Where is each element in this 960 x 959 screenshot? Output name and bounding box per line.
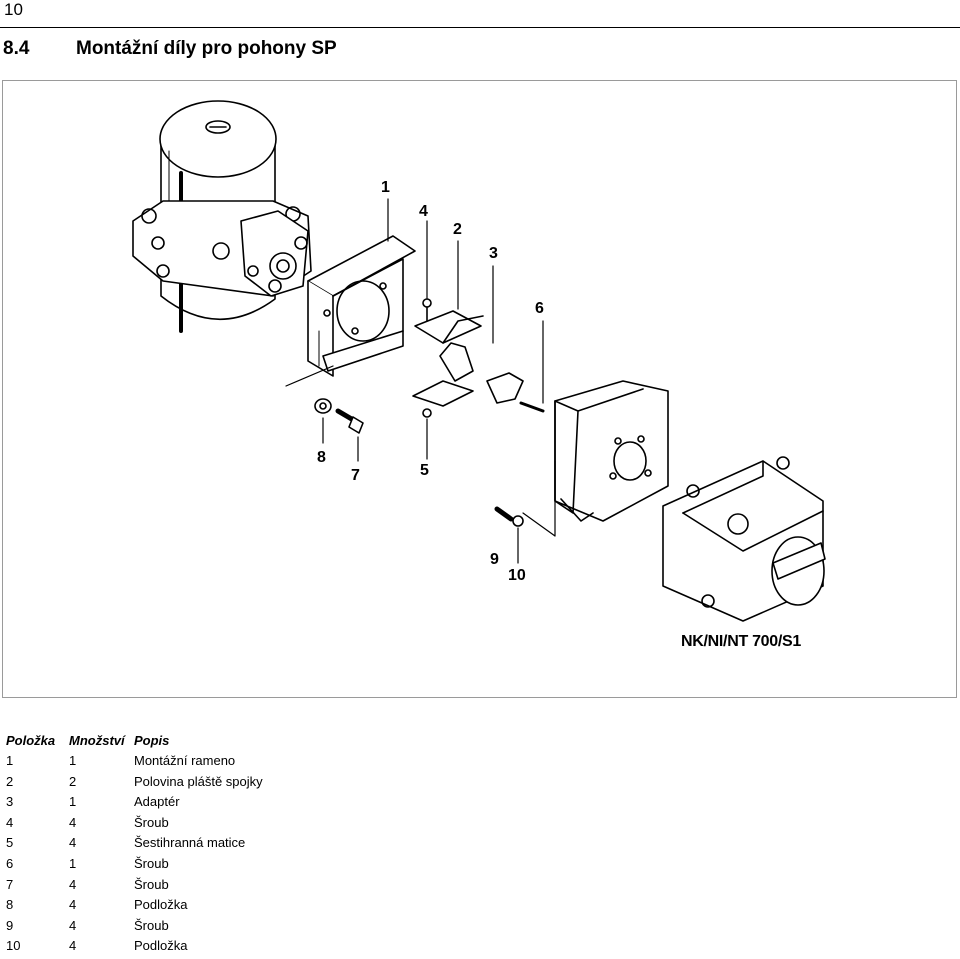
- cell-description: Montážní rameno: [134, 753, 236, 768]
- coupling-drawing: [412, 298, 545, 418]
- cell-quantity: 4: [69, 876, 77, 892]
- callout-2: 2: [453, 221, 462, 238]
- column-header-quantity: Množství: [69, 733, 125, 748]
- page-number: 10: [4, 0, 23, 19]
- exploded-view-figure: 1 4 2 3 6 8 7 5 9 10 NK/NI/NT 700/S1: [2, 80, 957, 698]
- table-row: 5 4 Šestihranná matice: [6, 835, 434, 856]
- cell-description: Šroub: [134, 814, 169, 830]
- cell-quantity: 1: [69, 794, 77, 810]
- cell-quantity: 4: [69, 814, 77, 830]
- callout-10: 10: [508, 567, 526, 584]
- cell-item: 1: [6, 753, 14, 768]
- actuator-drawing: [662, 456, 826, 622]
- cell-item: 9: [6, 917, 14, 933]
- table-row: 7 4 Šroub: [6, 877, 434, 898]
- adapter-plate-drawing: [554, 380, 669, 522]
- cell-quantity: 2: [69, 773, 77, 789]
- exploded-view-drawing: [132, 100, 826, 622]
- parts-table-body: 1 1 Montážní rameno 2 2 Polovina pláště spojk…: [6, 753, 434, 959]
- parts-table-header: Položka Množství Popis: [6, 733, 434, 753]
- cell-description: Adaptér: [134, 794, 180, 810]
- callout-6: 6: [535, 300, 544, 317]
- cell-description: Podložka: [134, 897, 188, 913]
- callout-8: 8: [317, 449, 326, 466]
- callout-1: 1: [381, 179, 390, 196]
- cell-description: Šroub: [134, 855, 169, 871]
- cell-quantity: 4: [69, 938, 77, 954]
- cell-quantity: 4: [69, 835, 77, 851]
- table-row: 1 1 Montážní rameno: [6, 753, 434, 774]
- callout-9: 9: [490, 551, 499, 568]
- cell-item: 7: [6, 876, 14, 892]
- cell-quantity: 4: [69, 897, 77, 913]
- callout-4: 4: [419, 203, 428, 220]
- cell-item: 10: [6, 938, 21, 954]
- callout-5: 5: [420, 462, 429, 479]
- screw-washer-drawing: [494, 506, 524, 527]
- cell-description: Podložka: [134, 938, 188, 954]
- section-number: 8.4: [3, 38, 30, 59]
- cell-description: Polovina pláště spojky: [134, 773, 263, 789]
- column-header-description: Popis: [134, 733, 170, 748]
- model-label: NK/NI/NT 700/S1: [681, 633, 801, 650]
- cell-description: Šestihranná matice: [134, 835, 246, 851]
- cell-item: 2: [6, 773, 14, 789]
- parts-table: Položka Množství Popis 1 1 Montážní rameno…: [6, 733, 434, 959]
- cell-item: 6: [6, 855, 14, 871]
- cell-quantity: 4: [69, 917, 77, 933]
- column-header-item: Položka: [6, 733, 56, 748]
- cell-description: Šroub: [134, 876, 169, 892]
- cell-item: 5: [6, 835, 14, 851]
- table-row: 9 4 Šroub: [6, 918, 434, 939]
- cell-item: 8: [6, 897, 14, 913]
- table-row: 4 4 Šroub: [6, 815, 434, 836]
- callout-7: 7: [351, 467, 360, 484]
- cell-quantity: 1: [69, 753, 77, 768]
- table-row: 6 1 Šroub: [6, 856, 434, 877]
- mounting-arm-drawing: [307, 235, 416, 377]
- header-rule: [0, 27, 960, 28]
- section-title: Montážní díly pro pohony SP: [76, 38, 337, 59]
- table-row: 8 4 Podložka: [6, 897, 434, 918]
- table-row: 2 2 Polovina pláště spojky: [6, 774, 434, 795]
- cell-quantity: 1: [69, 855, 77, 871]
- callout-3: 3: [489, 245, 498, 262]
- pump-motor-drawing: [132, 100, 312, 333]
- washer-screw-drawing: [314, 398, 364, 434]
- table-row: 10 4 Podložka: [6, 938, 434, 959]
- cell-item: 3: [6, 794, 14, 810]
- table-row: 3 1 Adaptér: [6, 794, 434, 815]
- leader-lines: [285, 198, 556, 564]
- cell-item: 4: [6, 814, 14, 830]
- cell-description: Šroub: [134, 917, 169, 933]
